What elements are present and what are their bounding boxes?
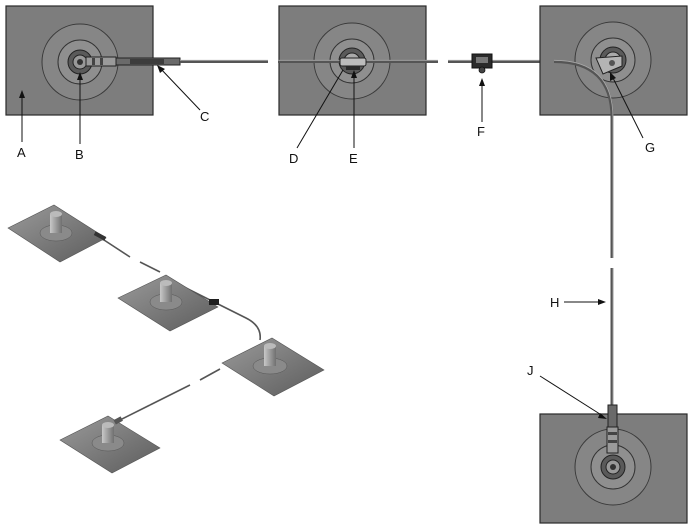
callout-b-label: B — [75, 147, 84, 162]
corner-bracket-g — [553, 55, 623, 119]
callout-j-label: J — [527, 363, 534, 378]
isometric-view — [7, 204, 325, 474]
iso-plate-2 — [117, 274, 219, 332]
iso-plate-4 — [59, 415, 161, 474]
leader-lines — [19, 65, 644, 419]
cable-segment-vertical — [610, 118, 614, 405]
iso-plate-1 — [7, 204, 107, 263]
tensioner-c — [115, 57, 268, 66]
callout-c-label: C — [200, 109, 209, 124]
shuttle-f — [471, 53, 493, 74]
callout-e-label: E — [349, 151, 358, 166]
intermediate-bracket-d-e — [339, 57, 367, 70]
end-fitting-b — [85, 56, 117, 67]
callout-d-label: D — [289, 151, 298, 166]
iso-plate-3 — [221, 337, 325, 397]
callout-f-label: F — [477, 124, 485, 139]
callout-g-label: G — [645, 140, 655, 155]
callout-h-label: H — [550, 295, 559, 310]
anchor-plate-4 — [539, 413, 688, 524]
callout-a-label: A — [17, 145, 26, 160]
cable-segment-3 — [448, 59, 554, 63]
end-fitting-j — [606, 404, 619, 454]
